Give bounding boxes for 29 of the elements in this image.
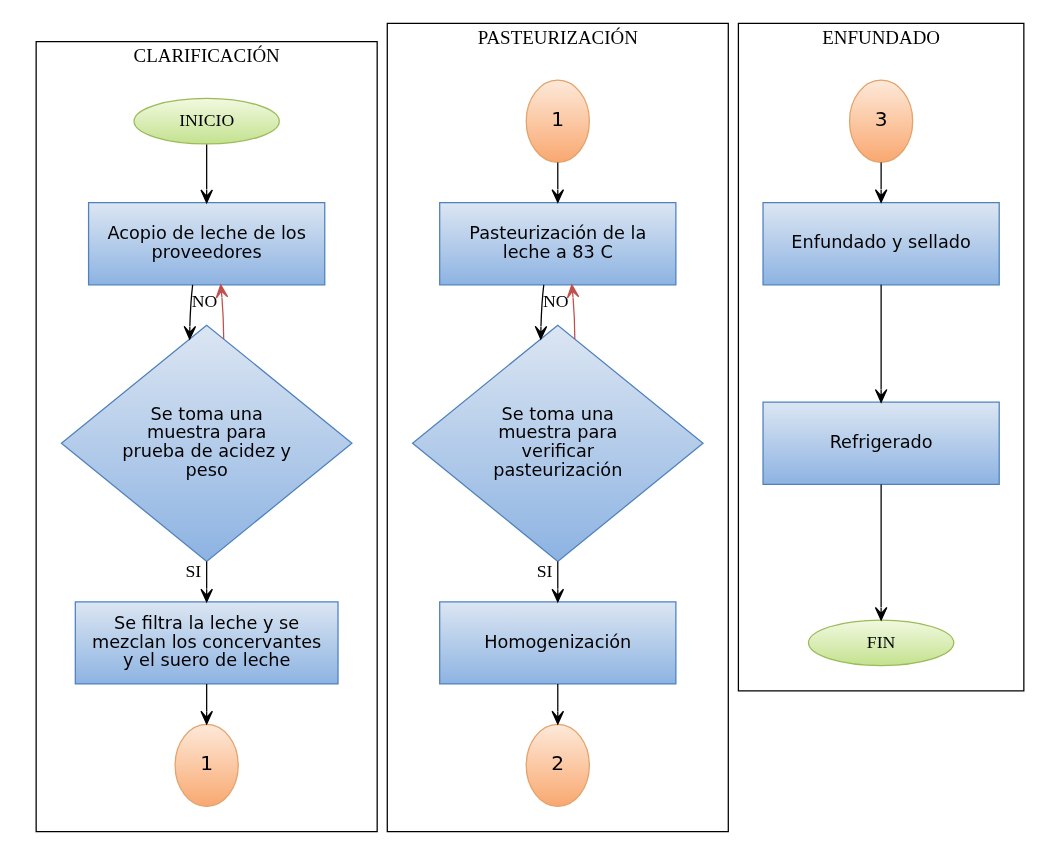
edge-label: SI <box>185 560 201 581</box>
arrow <box>183 284 196 340</box>
arrow <box>534 284 547 340</box>
arrow <box>199 143 213 204</box>
edge-label: NO <box>542 291 568 312</box>
node-box: Homogenización <box>438 601 676 685</box>
node-ellipse: 1 <box>525 79 590 163</box>
arrow <box>215 284 228 340</box>
edge-label: SI <box>536 560 552 581</box>
node-box: Pasteurización de la leche a 83 C <box>438 202 676 286</box>
arrow <box>874 483 887 621</box>
node-ellipse: 2 <box>525 723 590 808</box>
node-ellipse: 1 <box>173 723 239 808</box>
arrow <box>550 161 564 203</box>
arrow <box>874 284 887 403</box>
arrow <box>566 284 579 340</box>
arrow <box>550 560 564 603</box>
arrow <box>550 683 564 725</box>
arrow <box>199 560 213 603</box>
node-ellipse: 3 <box>848 79 913 163</box>
node-box: Se filtra la leche y se mezclan los concervantes y el suero de leche <box>74 601 339 685</box>
node-box: Refrigerado <box>761 401 1000 485</box>
node-box: Acopio de leche de los proveedores <box>87 202 325 286</box>
node-ellipse: FIN <box>807 619 954 667</box>
arrow <box>199 683 213 725</box>
arrow <box>874 161 887 203</box>
node-ellipse: INICIO <box>132 97 280 145</box>
node-box: Enfundado y sellado <box>761 202 1000 286</box>
edge-label: NO <box>191 291 217 312</box>
